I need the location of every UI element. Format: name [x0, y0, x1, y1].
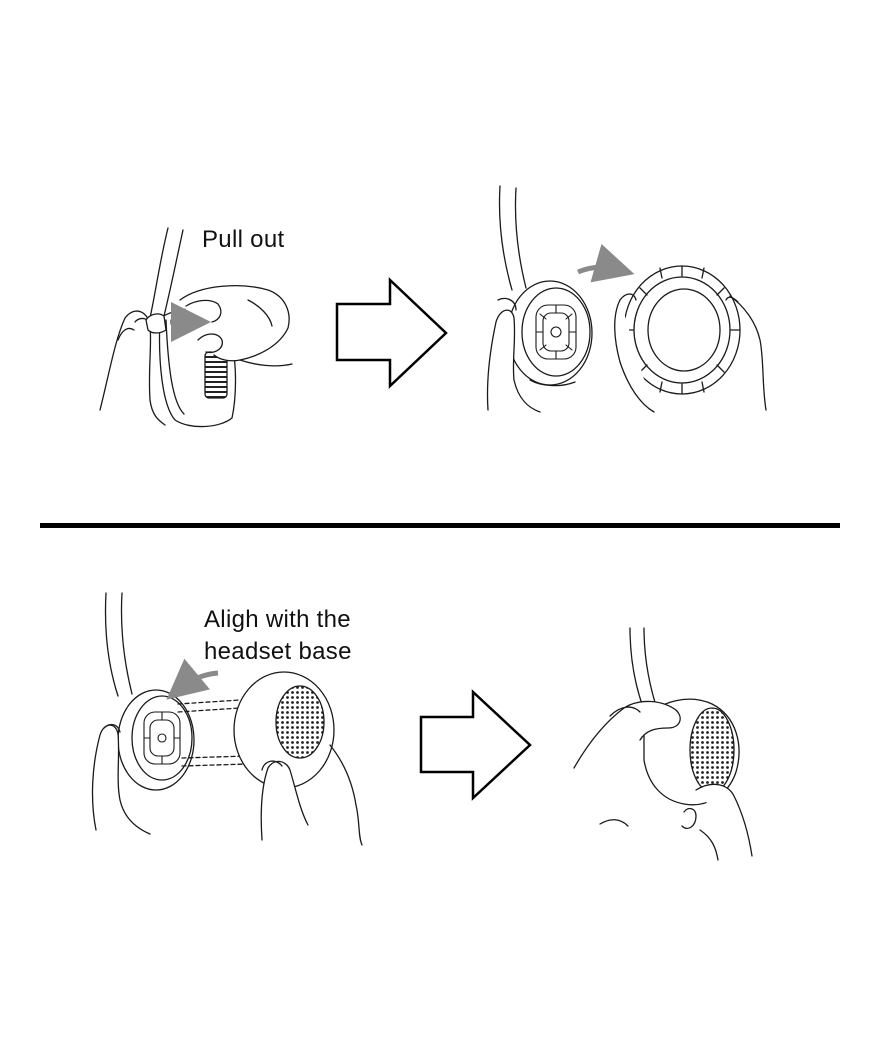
step3-align-illustration — [91, 592, 363, 846]
motion-arrow-icon — [577, 243, 635, 283]
section-divider — [40, 523, 840, 528]
step4-attached-illustration — [573, 627, 753, 861]
motion-arrow-icon — [166, 658, 219, 700]
align-label-line2: headset base — [204, 638, 352, 665]
step-arrow-icon — [335, 277, 448, 389]
step2-pad-removed-illustration — [486, 185, 767, 413]
align-label: Aligh with the headset base — [204, 604, 352, 668]
step1-pull-out-illustration — [99, 227, 293, 428]
align-label-line1: Aligh with the — [204, 606, 351, 633]
pull-out-label: Pull out — [202, 226, 285, 253]
step-arrow-icon — [419, 689, 532, 801]
